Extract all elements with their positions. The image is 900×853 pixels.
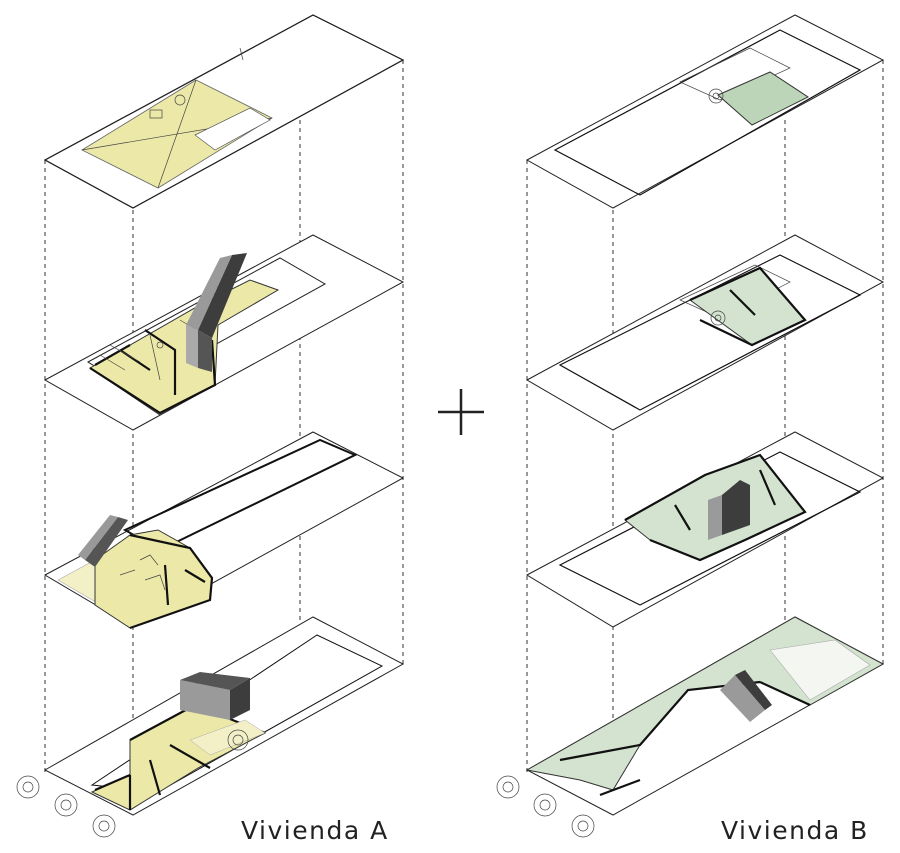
house-b-stack: [496, 14, 885, 838]
house-b-level-3-plate: [525, 234, 885, 431]
house-b-ground-plate: [496, 616, 885, 838]
house-a-stair-volume-dark: [198, 253, 247, 338]
house-b-level-2-plate: [525, 431, 885, 628]
house-b-ground-stair: [720, 675, 765, 722]
house-a-chimney-volume: [180, 680, 230, 720]
plus-sign: [438, 389, 484, 435]
shrub-icon: [496, 775, 520, 799]
shrub-icon: [16, 775, 40, 799]
house-a-stack: [16, 14, 405, 838]
spiral-stair-icon: [710, 310, 726, 326]
house-a-ground-plate: [16, 616, 405, 838]
house-b-roof-plate: [525, 14, 885, 209]
house-b-roof-terrace: [717, 71, 809, 126]
house-a-level-3-plate: [43, 234, 405, 431]
shrub-icon: [227, 729, 249, 751]
spiral-stair-icon: [708, 88, 724, 104]
house-b-guide-lines: [526, 60, 884, 815]
shrub-icon: [92, 814, 116, 838]
house-a-guide-lines: [44, 60, 404, 815]
house-a-level-2-stair: [85, 517, 128, 567]
shrub-icon: [533, 793, 557, 817]
house-a-roof-plate: [43, 14, 405, 209]
shrub-icon: [571, 814, 595, 838]
shrub-icon: [54, 793, 78, 817]
house-a-label: Vivienda A: [241, 816, 389, 845]
house-b-ground-patio: [769, 639, 871, 701]
house-b-label: Vivienda B: [721, 816, 869, 845]
house-a-level-2-plate: [43, 431, 405, 630]
house-b-stair-volume: [708, 495, 722, 540]
